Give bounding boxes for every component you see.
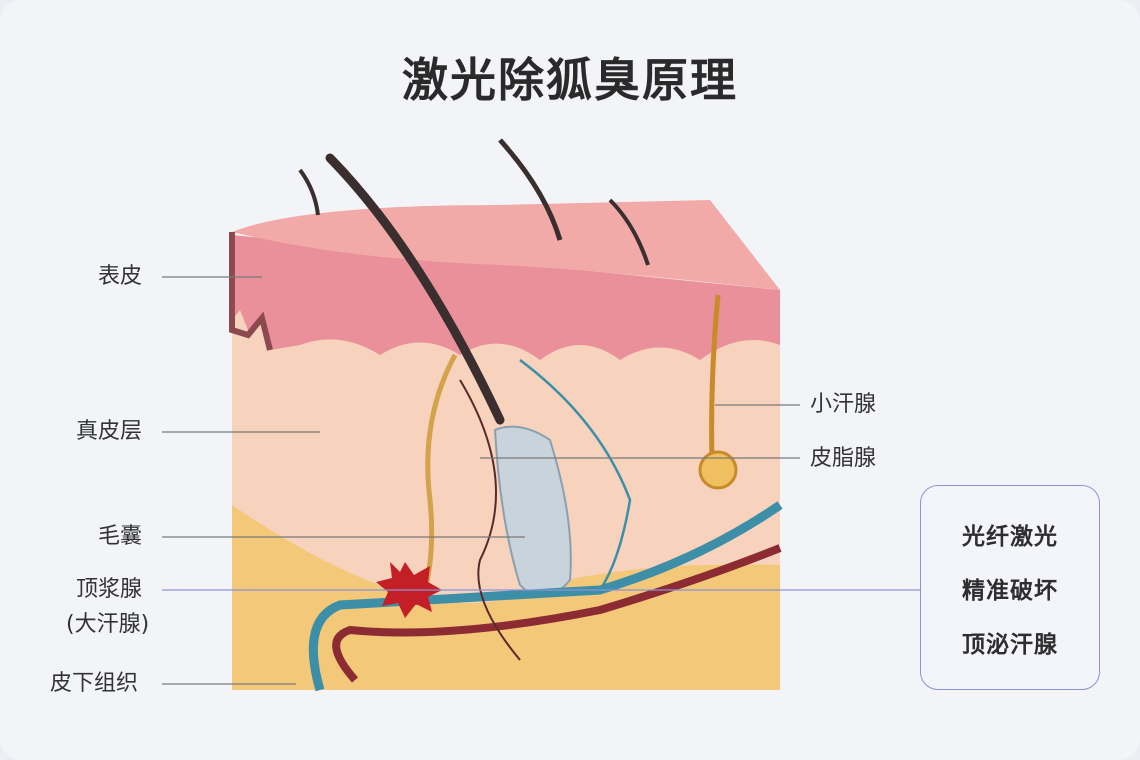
- label-subcutaneous: 皮下组织: [50, 671, 139, 696]
- subcutaneous-layer: [232, 500, 780, 690]
- eccrine-gland-duct: [709, 294, 721, 461]
- label-apocrine-gland: 顶浆腺: [76, 577, 143, 602]
- hair-follicle: [493, 425, 572, 598]
- callout-line: 精准破坏: [962, 577, 1058, 604]
- label-epidermis: 表皮: [98, 264, 143, 289]
- leader-lines: [162, 276, 800, 685]
- epidermis-layer: [232, 235, 780, 360]
- blood-vessel-blue: [308, 501, 783, 692]
- label-dermis: 真皮层: [76, 419, 143, 444]
- skin-surface: [232, 200, 780, 290]
- eccrine-gland-coil: [698, 450, 738, 490]
- hair-shaft: [325, 153, 505, 425]
- callout-line: 顶泌汗腺: [962, 631, 1058, 658]
- label-sebaceous-gland: 皮脂腺: [810, 446, 877, 471]
- callout-box: 光纤激光 精准破坏 顶泌汗腺: [920, 485, 1100, 690]
- blood-vessel-red: [332, 544, 782, 683]
- callout-line: 光纤激光: [962, 523, 1058, 550]
- label-apocrine-gland-alt: (大汗腺): [66, 612, 150, 637]
- page-title: 激光除狐臭原理: [402, 53, 738, 107]
- label-eccrine-gland: 小汗腺: [810, 392, 877, 417]
- label-hair-follicle: 毛囊: [98, 524, 143, 549]
